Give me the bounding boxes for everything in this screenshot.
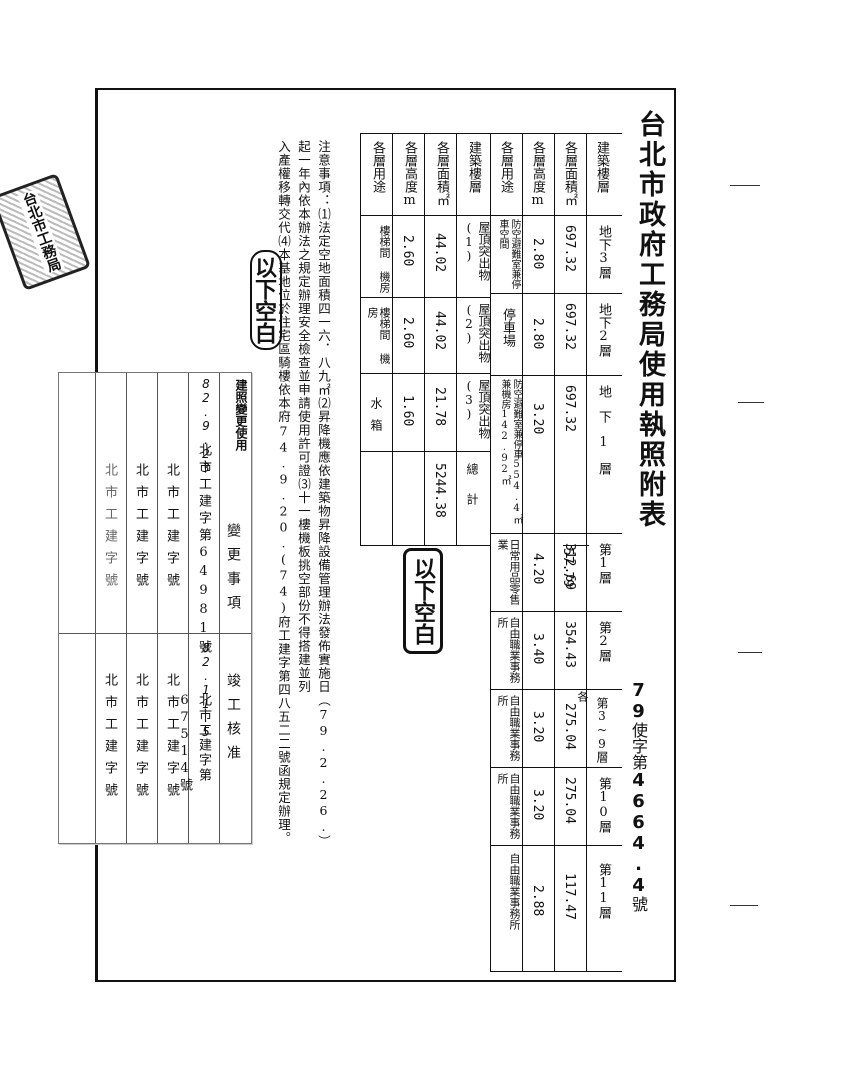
lower-area-2: 44.02: [432, 311, 447, 351]
use-1f: 日常用品零售業: [496, 539, 521, 605]
license-mid: 使字第: [629, 722, 648, 770]
floor-2f: 第2層: [596, 621, 611, 662]
height-b2: 2.80: [530, 318, 545, 350]
note-line-3: 入產權移轉交代⑷本基地位於住宅區騎樓依本府74.9.20.(74)府工建字第四八…: [276, 140, 291, 845]
floor-b2: 地下2層: [596, 303, 611, 357]
lower-header-use: 各層用途: [370, 141, 385, 193]
height-2f: 3.40: [530, 633, 545, 665]
lower-header-floor: 建築樓層: [466, 141, 481, 193]
height-10f: 3.20: [530, 789, 545, 821]
note-each: 各: [576, 691, 589, 702]
use-b3: 防空避難室兼停車空間: [497, 219, 520, 289]
floor-b1: 地下1層: [596, 385, 611, 487]
height-3-9f: 3.20: [530, 711, 545, 743]
blank-below-stamp-2: 以下空白: [250, 250, 282, 350]
lower-floor-table: 建築樓層 各層面積㎡ 各層高度m 各層用途 屋頂突出物(1) 44.02 2.6…: [360, 133, 491, 546]
official-seal: 台北市工務局: [0, 173, 91, 291]
blank-below-stamp: 以下空白: [403, 548, 443, 654]
slip-doc-top-3: 北市工建字號: [133, 463, 148, 595]
lower-header-area: 各層面積㎡: [434, 141, 449, 206]
height-11f: 2.88: [530, 885, 545, 917]
slip-header-top: 變更事項: [225, 523, 241, 619]
correction-slip: 建照變更使用 變更事項 竣工核准 82.9.23 北市工建字第64981號 82…: [58, 372, 252, 844]
lower-area-total: 5244.38: [432, 463, 447, 518]
slip-doc-top-4: 北市工建字號: [102, 463, 117, 595]
use-2f: 自由職業事務所: [496, 617, 521, 683]
area-b1: 697.32: [562, 385, 577, 432]
slip-date-bottom: 82.11.5: [199, 641, 213, 739]
use-10f: 自由職業事務所: [496, 773, 521, 839]
use-3-9f: 自由職業事務所: [496, 695, 521, 761]
slip-row-label: 建照變更使用: [234, 379, 248, 451]
area-11f: 117.47: [562, 873, 577, 920]
floor-10f: 第10層: [596, 777, 611, 833]
license-prefix: 79: [628, 680, 649, 722]
seal-text: 台北市工務局: [17, 189, 65, 275]
upper-header-use: 各層用途: [498, 141, 513, 193]
slip-doc-bottom-3: 北市工建字號: [133, 673, 148, 805]
height-1f: 4.20: [530, 553, 545, 585]
upper-header-floor: 建築樓層: [594, 141, 609, 193]
license-number-value: 4664.4: [628, 770, 649, 896]
lower-header-height: 各層高度m: [402, 141, 417, 208]
upper-header-area: 各層面積㎡: [562, 141, 577, 206]
slip-doc-bottom-2: 北市工建字號: [164, 673, 179, 805]
note-line-1: 注意事項：⑴法定空地面積四一六．八九㎡⑵昇降機應依建築物昇降設備管理辦法發佈實施…: [316, 140, 331, 849]
area-1f: 312.69: [562, 543, 577, 590]
lower-floor-3: 屋頂突出物(3): [462, 379, 491, 439]
document-title: 台北市政府工務局使用執照附表: [634, 110, 665, 530]
use-b2: 停車場: [500, 308, 515, 347]
extra-area-divider: [563, 545, 589, 546]
slip-doc-bottom-4: 北市工建字號: [102, 673, 117, 805]
lower-height-3: 1.60: [400, 395, 415, 427]
slip-doc-top-2: 北市工建字號: [164, 463, 179, 595]
slip-date-top: 82.9.23: [199, 377, 213, 475]
upper-header-height: 各層高度m: [530, 141, 545, 208]
lower-use-1: 樓梯間 機房: [378, 225, 391, 293]
height-b3: 2.80: [530, 238, 545, 270]
notes: 注意事項：⑴法定空地面積四一六．八九㎡⑵昇降機應依建築物昇降設備管理辦法發佈實施…: [275, 140, 332, 960]
license-suffix: 號: [629, 896, 648, 912]
use-b1: 防空避難室兼停車554.4㎡ 兼機房142.92㎡: [499, 379, 522, 524]
lower-height-1: 2.60: [400, 235, 415, 267]
slip-doc-top-1: 北市工建字第64981號: [196, 443, 211, 657]
height-b1: 3.20: [530, 403, 545, 435]
area-b2: 697.32: [562, 303, 577, 350]
lower-height-2: 2.60: [400, 317, 415, 349]
floor-b3: 地下3層: [596, 225, 611, 279]
area-2f: 354.43: [562, 621, 577, 668]
lower-floor-1: 屋頂突出物(1): [462, 221, 491, 281]
area-10f: 275.04: [562, 777, 577, 824]
slip-doc-bottom-1: 北市工建字第67514號: [177, 693, 211, 793]
lower-area-3: 21.78: [432, 387, 447, 427]
license-number: 79使字第4664.4號: [626, 680, 650, 912]
upper-grid: 建築樓層 各層面積㎡ 各層高度m 各層用途 地下3層 697.32 2.80 防…: [490, 133, 622, 972]
area-3-9f: 275.04: [562, 703, 577, 750]
lower-use-2: 樓梯間 機房: [366, 307, 391, 364]
lower-use-3: 水箱: [369, 397, 383, 441]
floor-3-9f: 第3~9層: [595, 697, 609, 763]
lower-floor-total: 總計: [465, 463, 479, 523]
area-b3: 697.32: [562, 225, 577, 272]
floor-11f: 第11層: [596, 863, 611, 919]
lower-floor-2: 屋頂突出物(2): [462, 303, 491, 363]
note-line-2: 起一年內依本辦法之規定辦理安全檢查並申請使用許可證⑶十一樓機板挑空部份不得搭建並…: [296, 140, 311, 694]
floor-1f: 第1層: [596, 543, 611, 584]
use-11f: 自由職業事務所: [508, 853, 521, 930]
lower-area-1: 44.02: [432, 233, 447, 273]
area-1f-extra: 57.79: [560, 548, 575, 588]
slip-header-bottom: 竣工核准: [225, 673, 241, 769]
